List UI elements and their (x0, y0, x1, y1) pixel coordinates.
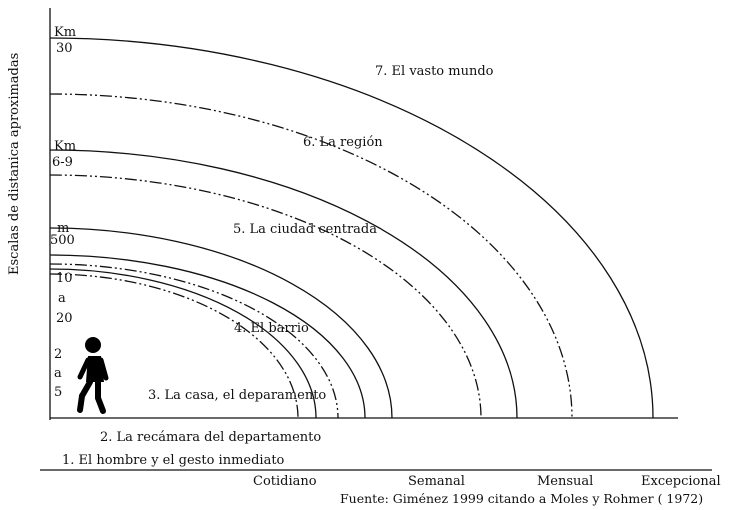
x-tick-mensual: Mensual (537, 474, 593, 489)
y-tick-m1020-a: 10 (56, 271, 73, 286)
x-tick-excepcional: Excepcional (641, 474, 721, 489)
y-tick-m1020-b: a (58, 291, 66, 306)
y-tick-m25-b: a (54, 366, 62, 381)
arc-6-region-inner (49, 149, 518, 419)
source-note: Fuente: Giménez 1999 citando a Moles y R… (340, 491, 703, 506)
y-tick-m25-a: 2 (54, 347, 62, 362)
y-tick-m500-unit: m (57, 221, 69, 236)
arc-3-casa (49, 273, 299, 419)
x-tick-cotidiano: Cotidiano (253, 474, 317, 489)
y-axis-title: Escalas de distanica aproximadas (7, 53, 22, 275)
arc-4-barrio-mid (49, 263, 339, 419)
arc-5-ciudad-inner (49, 227, 393, 419)
y-tick-m500-value: 500 (50, 233, 75, 248)
axes (40, 8, 712, 471)
arc-4-barrio-inner (49, 268, 317, 419)
y-tick-km30-unit: Km (54, 25, 76, 40)
y-tick-m25: 2 a 5 (54, 347, 62, 400)
level-4-label: 4. El barrio (234, 321, 309, 336)
arc-6-region-outer (49, 93, 573, 419)
level-2-label: 2. La recámara del departamento (100, 430, 321, 445)
y-tick-km69-value: 6-9 (52, 155, 73, 170)
arc-7-vasto-mundo (49, 37, 654, 419)
x-tick-semanal: Semanal (408, 474, 465, 489)
walking-person-icon (77, 337, 109, 414)
level-5-label: 5. La ciudad centrada (233, 222, 377, 237)
y-tick-km69-unit: Km (54, 139, 76, 154)
level-labels: 7. El vasto mundo 6. La región 5. La ciu… (62, 64, 494, 468)
level-7-label: 7. El vasto mundo (375, 64, 494, 79)
level-3-label: 3. La casa, el deparamento (148, 388, 326, 403)
level-6-label: 6. La región (303, 135, 383, 150)
scale-arcs (49, 37, 654, 419)
x-tick-labels: Cotidiano Semanal Mensual Excepcional (253, 474, 721, 489)
y-tick-m1020: 10 a 20 (56, 271, 73, 326)
level-1-label: 1. El hombre y el gesto inmediato (62, 453, 285, 468)
arc-4-barrio-outer (49, 254, 366, 419)
y-tick-km30-value: 30 (56, 41, 73, 56)
arc-5-ciudad-outer (49, 174, 482, 419)
y-tick-m25-c: 5 (54, 385, 62, 400)
y-tick-m1020-c: 20 (56, 311, 73, 326)
